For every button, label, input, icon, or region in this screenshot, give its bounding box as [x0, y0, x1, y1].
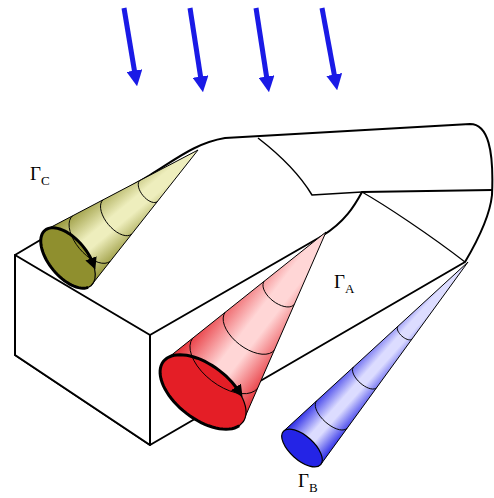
- cone-ring: [258, 281, 294, 312]
- car-body: [15, 124, 492, 445]
- cone-base: [147, 340, 259, 444]
- subscript: A: [345, 281, 354, 296]
- cone-ring: [395, 326, 412, 342]
- circulation-label: ΓA: [334, 272, 354, 295]
- circulation-label: ΓC: [30, 164, 50, 187]
- circulation-label: ΓB: [298, 471, 318, 494]
- cone-ring: [134, 181, 157, 207]
- subscript: B: [309, 480, 318, 495]
- cone-ring: [310, 401, 347, 436]
- cone-ring: [215, 312, 274, 363]
- cone-ring: [179, 338, 258, 406]
- vortex-cone: [275, 262, 468, 474]
- cone-base: [30, 218, 105, 298]
- symbol: Γ: [30, 163, 41, 184]
- cone-base: [275, 422, 328, 473]
- vortex-cones: [30, 150, 468, 474]
- symbol: Γ: [334, 271, 345, 292]
- vortex-cone: [30, 150, 198, 298]
- circulation-arrow: [30, 218, 105, 297]
- cone-ring: [94, 200, 132, 242]
- subscript: C: [41, 173, 50, 188]
- vortex-cone: [147, 232, 326, 444]
- cone-ring: [349, 367, 377, 393]
- cone-ring: [61, 216, 111, 271]
- symbol: Γ: [298, 470, 309, 491]
- flow-arrows: [124, 8, 336, 86]
- circulation-arrow: [147, 340, 259, 443]
- cone-body: [283, 262, 468, 465]
